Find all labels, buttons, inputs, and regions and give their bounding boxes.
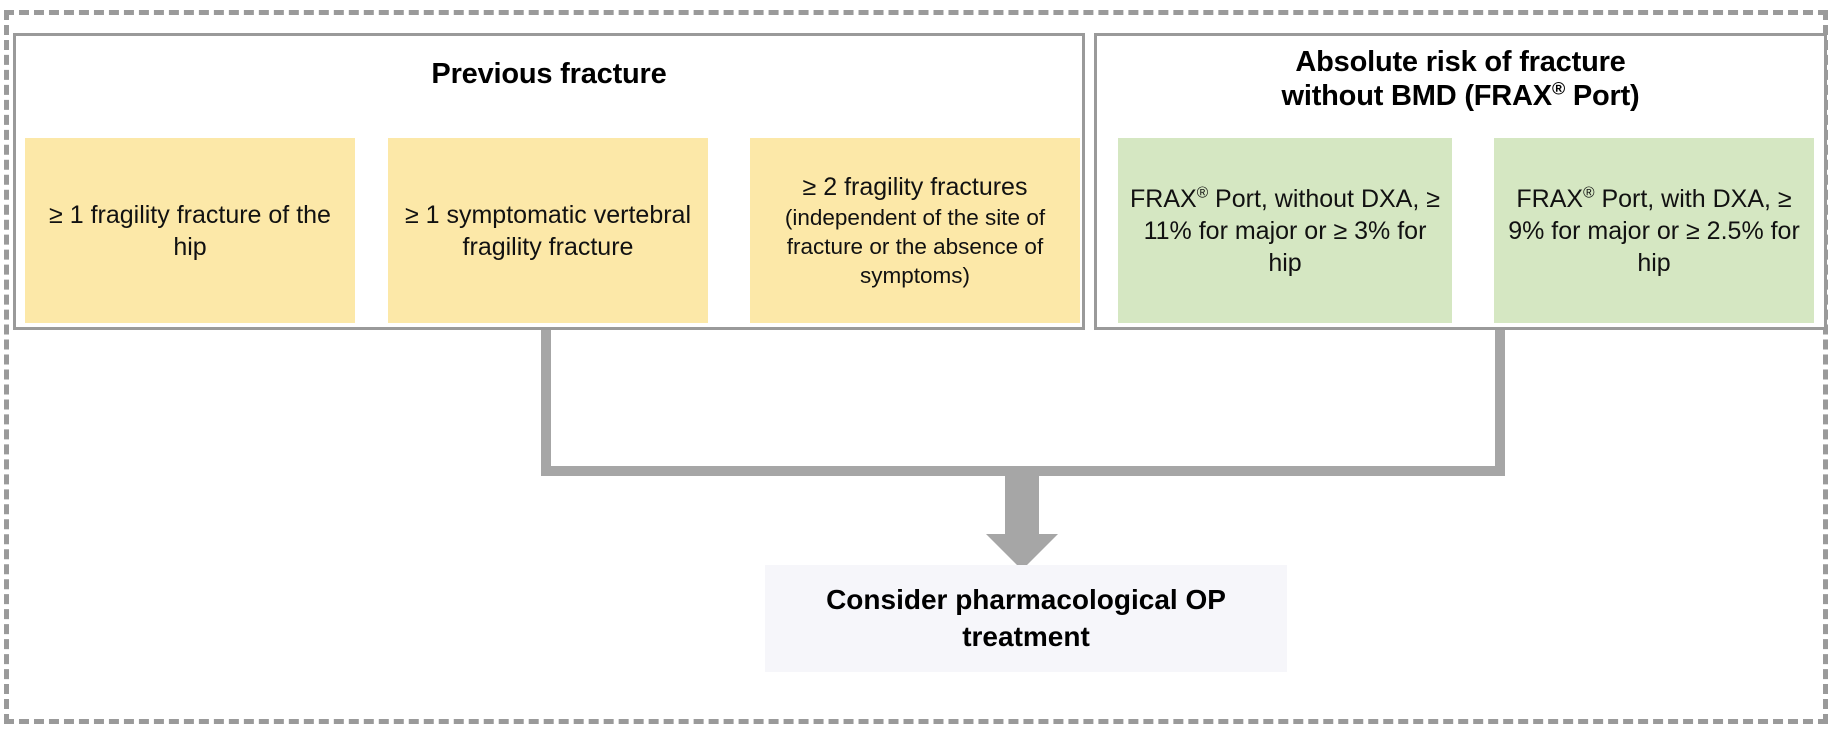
- outer-dashed-frame: [4, 10, 1828, 724]
- outcome-label: Consider pharmacological OP treatment: [826, 583, 1226, 652]
- panel-title-line-1: Absolute risk of fracture: [1295, 46, 1626, 78]
- criteria-text-two-or-more-fragility-fractures: ≥ 2 fragility fractures: [802, 172, 1028, 201]
- outcome-box-consider-treatment: Consider pharmacological OP treatment: [765, 565, 1287, 672]
- panel-title-absolute-risk-frax: Absolute risk of fracture without BMD (F…: [1097, 46, 1824, 113]
- panel-title-line-2: without BMD (FRAX® Port): [1281, 77, 1640, 112]
- panel-title-previous-fracture: Previous fracture: [431, 58, 667, 90]
- criteria-box-symptomatic-vertebral-fracture: ≥ 1 symptomatic vertebral fragility frac…: [388, 138, 708, 323]
- criteria-box-frax-without-dxa: FRAX® Port, without DXA, ≥ 11% for major…: [1118, 138, 1452, 323]
- criteria-box-frax-with-dxa: FRAX® Port, with DXA, ≥ 9% for major or …: [1494, 138, 1814, 323]
- criteria-text-fragility-fracture-hip: ≥ 1 fragility fracture of the hip: [49, 200, 331, 261]
- criteria-box-fragility-fracture-hip: ≥ 1 fragility fracture of the hip: [25, 138, 355, 323]
- criteria-text-symptomatic-vertebral-fracture: ≥ 1 symptomatic vertebral fragility frac…: [404, 200, 692, 261]
- criteria-text-frax-with-dxa: FRAX® Port, with DXA, ≥ 9% for major or …: [1508, 184, 1800, 277]
- criteria-note-two-or-more-fragility-fractures: (independent of the site of fracture or …: [784, 204, 1046, 289]
- criteria-box-two-or-more-fragility-fractures: ≥ 2 fragility fractures (independent of …: [750, 138, 1080, 323]
- criteria-text-frax-without-dxa: FRAX® Port, without DXA, ≥ 11% for major…: [1130, 184, 1440, 277]
